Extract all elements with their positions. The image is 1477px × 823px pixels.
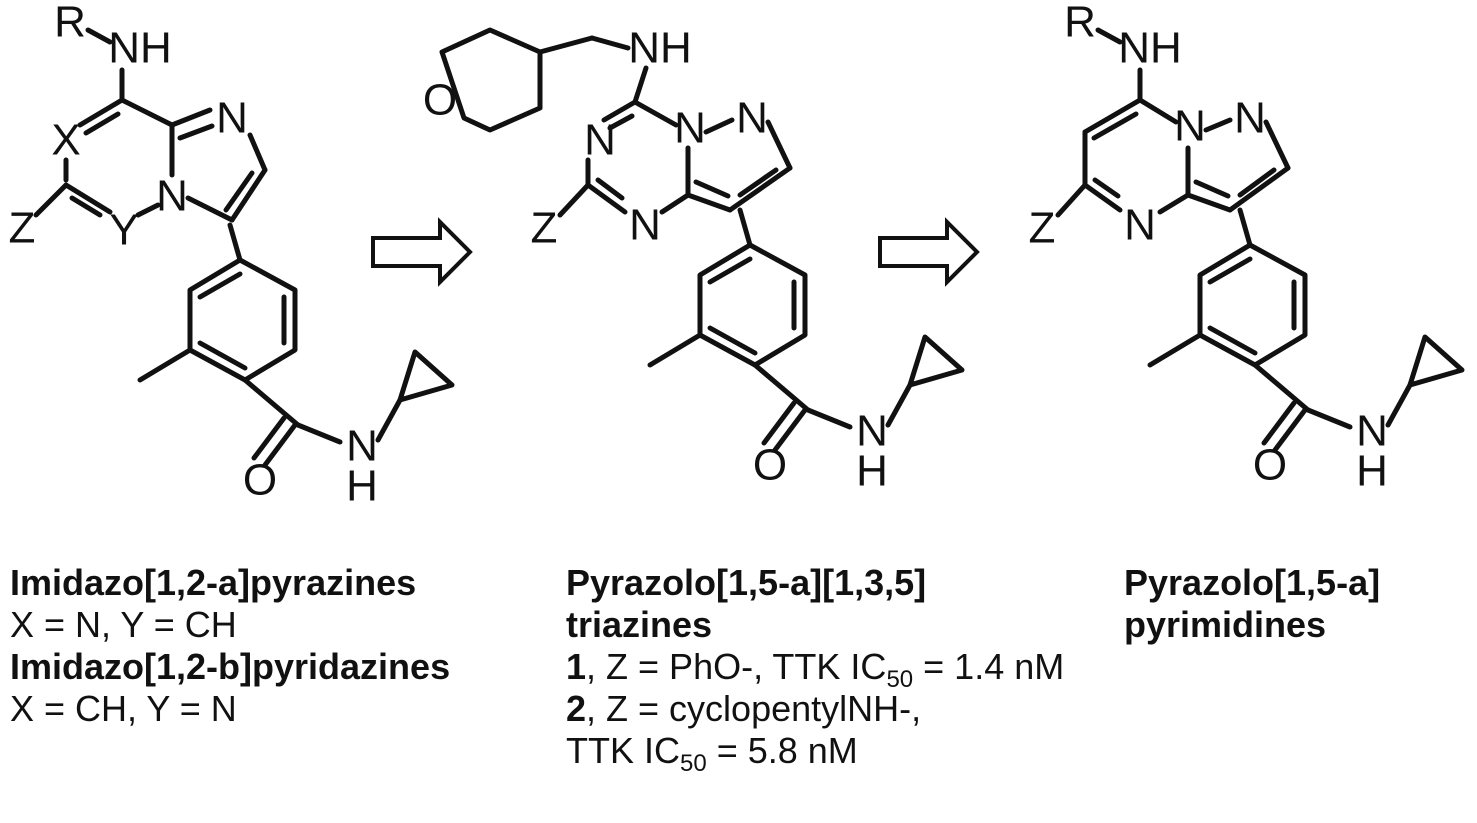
caption-name-imidazopyrazines: Imidazo[1,2-a]pyrazines [10, 562, 417, 603]
caption-compound-1: 1, Z = PhO-, TTK IC50 = 1.4 nM [566, 646, 1065, 692]
atom-O-oxane: O [423, 76, 457, 125]
caption-name-imidazopyridazines: Imidazo[1,2-b]pyridazines [10, 646, 451, 687]
compound-1-ic50-sub: 50 [886, 666, 914, 693]
transition-arrow-2 [878, 217, 980, 287]
atom-N-imidazole: N [216, 94, 248, 143]
atom-NH: NH [628, 24, 692, 73]
compound-2-ic50-label: TTK IC [566, 730, 680, 771]
transition-arrow-1 [371, 217, 473, 287]
atom-N-bridge: N [156, 172, 188, 221]
caption-name-triazines-line2: triazines [566, 604, 713, 645]
atom-N-bridge: N [674, 104, 706, 153]
structure-pyrimidine-core: R NH N N N Z [1029, 0, 1462, 496]
atom-NH: NH [1118, 24, 1182, 73]
compound-2-ic50-sub: 50 [680, 750, 707, 777]
compound-2-text: , Z = cyclopentylNH-, [586, 688, 922, 729]
caption-name-pyrimidines-line2: pyrimidines [1124, 604, 1327, 645]
caption-compound-2: 2, Z = cyclopentylNH-, [566, 688, 1064, 730]
caption-left: Imidazo[1,2-a]pyrazines X = N, Y = CH Im… [10, 562, 450, 730]
caption-compound-2-line2: TTK IC50 = 5.8 nM [566, 730, 1064, 776]
caption-name-triazines-line1: Pyrazolo[1,5-a][1,3,5] [566, 562, 927, 603]
atom-NH: NH [108, 24, 172, 73]
atom-R: R [1064, 0, 1096, 47]
atom-Z: Z [531, 204, 558, 253]
caption-middle: Pyrazolo[1,5-a][1,3,5] triazines 1, Z = … [566, 562, 1065, 776]
atom-N-pyrazole: N [736, 94, 768, 143]
caption-def-imidazopyridazines: X = CH, Y = N [10, 688, 237, 729]
compound-1-value: = 1.4 nM [913, 646, 1065, 687]
atom-Y: Y [109, 206, 138, 255]
caption-def-imidazopyrazines: X = N, Y = CH [10, 604, 237, 645]
atom-Z: Z [1029, 204, 1056, 253]
atom-R: R [54, 0, 86, 47]
compound-1-text: , Z = PhO-, TTK IC [586, 646, 887, 687]
atom-N-pyrazole: N [1234, 94, 1266, 143]
structure-triazine-core: O NH N N N N Z [423, 24, 962, 496]
caption-name-pyrimidines-line1: Pyrazolo[1,5-a] [1124, 562, 1381, 603]
atom-N-bridge: N [1174, 102, 1206, 151]
structure-imidazo-core: R NH X Y N N Z [9, 0, 452, 511]
atom-N-triazine-2: N [629, 201, 661, 250]
atom-N-triazine-1: N [584, 116, 616, 165]
atom-Z: Z [9, 204, 36, 253]
compound-2-number: 2 [566, 688, 587, 729]
compound-1-number: 1 [566, 646, 587, 687]
atom-N-pyrimidine: N [1124, 201, 1156, 250]
caption-right: Pyrazolo[1,5-a] pyrimidines [1124, 562, 1380, 646]
compound-2-value: = 5.8 nM [706, 730, 858, 771]
atom-X: X [51, 116, 80, 165]
